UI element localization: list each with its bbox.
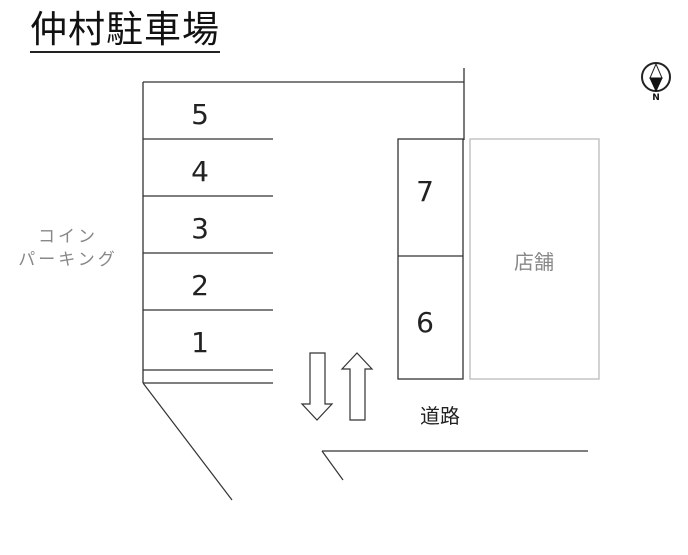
stall-number-4: 4 — [191, 155, 209, 188]
stall-number-5: 5 — [191, 98, 209, 131]
exit-arrow-up-icon — [340, 352, 374, 421]
north-compass-icon: N — [638, 58, 674, 108]
coin-parking-label-line2: パーキング — [18, 250, 118, 270]
stall-number-2: 2 — [191, 269, 209, 302]
stall-number-3: 3 — [191, 212, 209, 245]
compass-north-label: N — [652, 93, 660, 103]
stall-number-1: 1 — [191, 326, 209, 359]
road-edge-diagonal — [142, 382, 233, 501]
store-label: 店舗 — [514, 250, 554, 274]
stalls-6-7-box — [397, 138, 464, 380]
road-label: 道路 — [420, 404, 460, 428]
coin-parking-label-line1: コイン — [38, 227, 98, 247]
store-building — [469, 138, 600, 380]
entry-arrow-down-icon — [300, 352, 334, 421]
stall-number-7: 7 — [416, 175, 434, 208]
page-title: 仲村駐車場 — [30, 8, 220, 53]
stall-number-6: 6 — [416, 306, 434, 339]
road-edge-diagonal — [321, 450, 344, 481]
